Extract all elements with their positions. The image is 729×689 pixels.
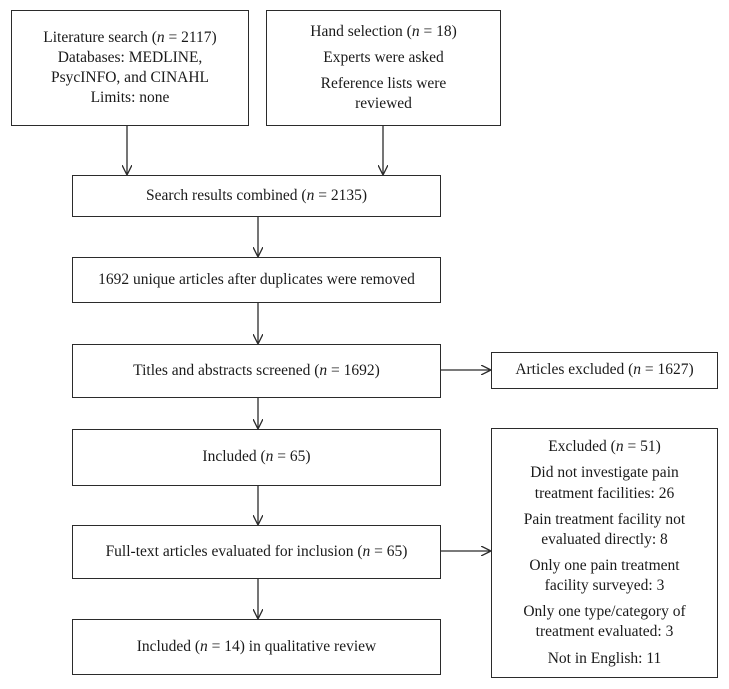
literature-search-limits: Limits: none — [90, 89, 170, 107]
excluded-reasons-box: Excluded (n = 51) Did not investigate pa… — [491, 428, 718, 678]
literature-search-box: Literature search (n = 2117) Databases: … — [11, 10, 249, 126]
reason-one-type: Only one type/category of — [523, 603, 686, 621]
hand-selection-references-cont: reviewed — [355, 95, 412, 113]
hand-selection-title: Hand selection (n = 18) — [310, 22, 457, 40]
reason-one-facility-count: facility surveyed: 3 — [544, 577, 665, 595]
unique-articles-label: 1692 unique articles after duplicates we… — [98, 270, 415, 288]
hand-selection-box: Hand selection (n = 18) Experts were ask… — [266, 10, 501, 126]
literature-search-databases: Databases: MEDLINE, — [57, 48, 203, 66]
titles-abstracts-screened-box: Titles and abstracts screened (n = 1692) — [72, 344, 441, 398]
reason-not-investigate: Did not investigate pain — [530, 464, 679, 482]
unique-articles-box: 1692 unique articles after duplicates we… — [72, 257, 441, 303]
literature-search-databases-cont: PsycINFO, and CINAHL — [50, 69, 209, 86]
reason-not-evaluated-directly: Pain treatment facility not — [523, 510, 686, 528]
full-text-evaluated-label: Full-text articles evaluated for inclusi… — [105, 542, 408, 560]
articles-excluded-box: Articles excluded (n = 1627) — [491, 352, 718, 389]
reason-not-investigate-count: treatment facilities: 26 — [534, 484, 675, 502]
reason-not-evaluated-directly-count: evaluated directly: 8 — [541, 530, 668, 548]
articles-excluded-label: Articles excluded (n = 1627) — [515, 361, 694, 379]
reason-not-english: Not in English: 11 — [547, 649, 662, 667]
included-qualitative-review-box: Included (n = 14) in qualitative review — [72, 619, 441, 675]
search-results-combined-label: Search results combined (n = 2135) — [146, 186, 367, 204]
reason-one-type-count: treatment evaluated: 3 — [535, 623, 674, 641]
literature-search-title: Literature search (n = 2117) — [43, 28, 217, 46]
full-text-evaluated-box: Full-text articles evaluated for inclusi… — [72, 525, 441, 579]
search-results-combined-box: Search results combined (n = 2135) — [72, 175, 441, 217]
included-65-label: Included (n = 65) — [202, 448, 311, 466]
reason-one-facility: Only one pain treatment — [529, 557, 680, 574]
included-qualitative-review-label: Included (n = 14) in qualitative review — [136, 637, 377, 655]
hand-selection-experts: Experts were asked — [323, 48, 444, 66]
included-65-box: Included (n = 65) — [72, 429, 441, 486]
excluded-reasons-title: Excluded (n = 51) — [548, 438, 661, 456]
hand-selection-references: Reference lists were — [320, 75, 447, 92]
titles-abstracts-screened-label: Titles and abstracts screened (n = 1692) — [133, 361, 380, 379]
